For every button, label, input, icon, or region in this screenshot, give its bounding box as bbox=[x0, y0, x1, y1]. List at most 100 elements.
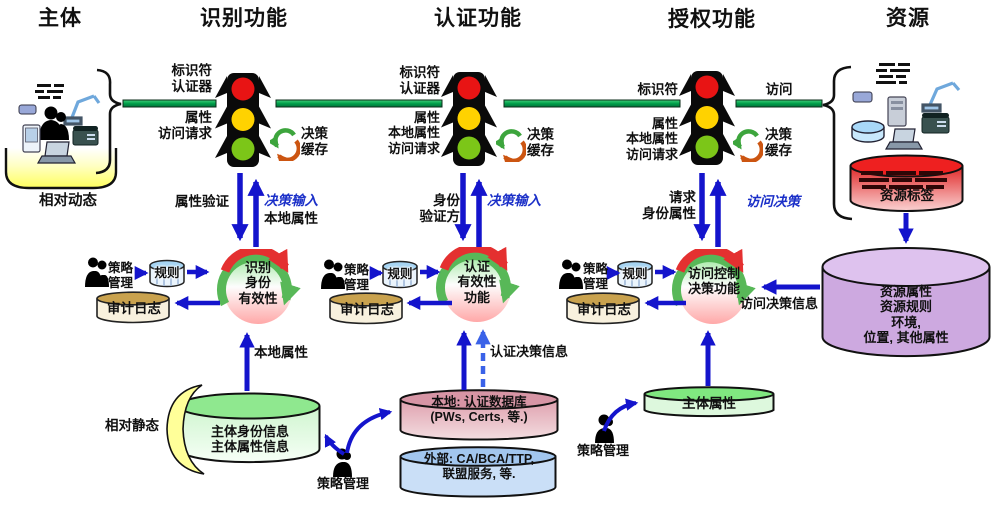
tl1-verify-label: 属性验证 bbox=[175, 194, 229, 209]
local-auth-db-cylinder bbox=[399, 389, 559, 441]
policy-mgmt-label: 策略 管理 bbox=[583, 262, 609, 291]
local-auth-db-label: 本地: 认证数据库 (PWs, Certs, 等.) bbox=[430, 395, 528, 424]
local-attrs-flow-label: 本地属性 bbox=[254, 345, 308, 360]
rules-label: 规则 bbox=[154, 266, 180, 280]
resource-attrs-label: 资源属性 资源规则 环境, 位置, 其他属性 bbox=[863, 284, 949, 345]
barcode-icon bbox=[35, 84, 64, 99]
subject-attrs-label: 主体属性 bbox=[682, 396, 736, 411]
tl3-identifier-label: 标识符 bbox=[637, 82, 679, 97]
access-decision-info-label: 访问决策信息 bbox=[740, 296, 819, 311]
tl3-cache-label: 决策 缓存 bbox=[765, 127, 792, 158]
policy-mgmt-label: 策略 管理 bbox=[108, 261, 134, 290]
robot-arm-icon bbox=[921, 81, 961, 113]
identify-engine-label: 识别 身份 有效性 bbox=[238, 260, 278, 306]
resource-tag-label: 资源标签 bbox=[880, 188, 934, 203]
subject-attrs-cylinder bbox=[643, 386, 775, 418]
pda-icon bbox=[22, 124, 41, 153]
tl3-attrs-label: 属性 本地属性 访问请求 bbox=[625, 116, 678, 162]
traffic-light-authorize bbox=[679, 71, 735, 165]
mobile-phone-icon bbox=[18, 104, 37, 115]
green-light bbox=[231, 137, 255, 161]
barcode-icon bbox=[876, 63, 910, 84]
tl2-attrs-label: 属性 本地属性 访问请求 bbox=[387, 110, 440, 156]
title-subject: 主体 bbox=[38, 7, 82, 30]
red-light bbox=[695, 75, 719, 99]
red-light bbox=[231, 77, 255, 101]
server-icon bbox=[887, 96, 907, 127]
tl1-decision-input-label: 决策输入 bbox=[264, 193, 318, 208]
audit-log-label: 审计日志 bbox=[107, 301, 161, 316]
policy-mgmt-bottom-label: 策略管理 bbox=[316, 476, 369, 491]
access-decision-engine-cycle bbox=[671, 249, 756, 324]
decision-cache-icon bbox=[733, 129, 763, 162]
audit-log-cylinder bbox=[566, 292, 640, 325]
yellow-light bbox=[695, 106, 719, 129]
subject-bowl bbox=[4, 148, 118, 190]
authenticate-engine-label: 认证 有效性 功能 bbox=[457, 259, 497, 305]
green-light bbox=[695, 135, 719, 159]
tl1-attrs-label: 属性 访问请求 bbox=[158, 110, 212, 141]
subject-info-label: 主体身份信息 主体属性信息 bbox=[210, 424, 289, 455]
rules-cylinder bbox=[382, 260, 418, 289]
policy-mgmt-label: 策略 管理 bbox=[344, 263, 370, 292]
authenticate-engine-cycle bbox=[435, 247, 520, 322]
auth-decision-info-label: 认证决策信息 bbox=[490, 344, 569, 359]
static-caption: 相对静态 bbox=[105, 418, 159, 433]
policy-admin-icon bbox=[85, 257, 109, 287]
audit-log-cylinder bbox=[329, 292, 403, 325]
policy-admin-icon bbox=[559, 259, 583, 289]
yellow-light bbox=[457, 107, 481, 130]
tl2-cache-label: 决策 缓存 bbox=[527, 127, 554, 158]
title-resource: 资源 bbox=[886, 7, 930, 30]
traffic-light-authenticate bbox=[441, 72, 497, 166]
tl3-verify-label: 请求 身份属性 bbox=[642, 190, 696, 221]
rules-cylinder bbox=[149, 259, 185, 288]
decision-cache-icon bbox=[270, 128, 300, 161]
rules-label: 规则 bbox=[622, 267, 648, 281]
desk-phone-icon bbox=[921, 113, 950, 134]
tl1-cache-label: 决策 缓存 bbox=[301, 126, 328, 157]
tl1-identifier-label: 标识符 认证器 bbox=[171, 63, 213, 94]
red-light bbox=[457, 76, 481, 100]
identify-engine-cycle bbox=[216, 249, 301, 324]
tl3-access-decision-label: 访问决策 bbox=[746, 194, 800, 209]
resource-device-cluster bbox=[851, 63, 961, 150]
audit-log-label: 审计日志 bbox=[340, 302, 394, 317]
policy-mgmt-right-label: 策略管理 bbox=[576, 443, 629, 458]
resource-attrs-cylinder bbox=[821, 247, 991, 358]
audit-log-cylinder bbox=[96, 291, 170, 324]
yellow-light bbox=[231, 108, 255, 131]
decision-cache-icon bbox=[496, 129, 526, 162]
laptop-icon bbox=[36, 141, 77, 164]
robot-arm-icon bbox=[63, 94, 101, 126]
tl2-decision-input-label: 决策输入 bbox=[487, 193, 541, 208]
dynamic-caption: 相对动态 bbox=[39, 193, 97, 209]
tl2-verify-label: 身份 验证方 bbox=[419, 193, 461, 224]
static-crescent bbox=[166, 384, 205, 475]
policy-mgmt-person-icon bbox=[595, 414, 614, 443]
encoded-tag-rows bbox=[859, 171, 947, 189]
external-services-cylinder bbox=[399, 446, 557, 498]
traffic-light-identify bbox=[215, 73, 271, 167]
tl2-identifier-label: 标识符 认证器 bbox=[399, 65, 441, 96]
mobile-phone-icon bbox=[852, 91, 873, 103]
policy-admin-icon bbox=[321, 259, 345, 289]
desk-phone-icon bbox=[72, 126, 99, 146]
rules-cylinder bbox=[617, 260, 653, 289]
title-authorize: 授权功能 bbox=[668, 8, 756, 31]
policy-mgmt-person-icon bbox=[333, 448, 352, 477]
user-silhouette-icon bbox=[39, 106, 69, 140]
external-services-label: 外部: CA/BCA/TTP, 联盟服务, 等. bbox=[423, 452, 535, 481]
subject-device-cluster bbox=[18, 84, 101, 164]
rules-label: 规则 bbox=[387, 267, 413, 281]
title-authenticate: 认证功能 bbox=[434, 7, 522, 30]
title-identify: 识别功能 bbox=[200, 7, 288, 30]
tl3-access-label: 访问 bbox=[765, 82, 793, 97]
laptop-icon bbox=[884, 128, 924, 150]
data-disc-icon bbox=[851, 120, 885, 143]
green-light bbox=[457, 136, 481, 160]
access-engine-label: 访问控制 决策功能 bbox=[687, 266, 740, 297]
resource-tag-cylinder bbox=[849, 154, 964, 212]
audit-log-label: 审计日志 bbox=[577, 302, 631, 317]
